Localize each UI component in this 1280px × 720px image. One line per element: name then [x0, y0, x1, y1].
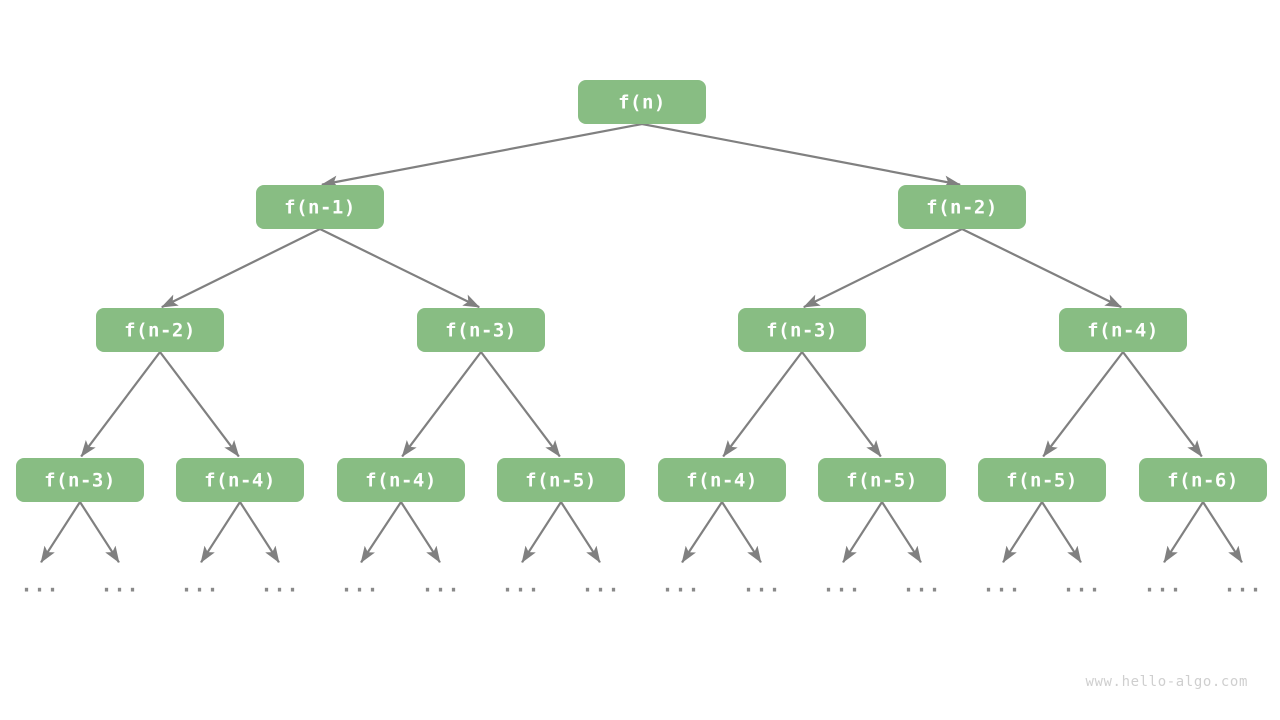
ellipsis-label: ...: [1223, 573, 1262, 597]
ellipsis-label: ...: [1062, 573, 1101, 597]
tree-node[interactable]: f(n): [578, 80, 706, 124]
tree-edge: [400, 501, 441, 564]
tree-edge: [881, 501, 922, 564]
tree-node-box: [818, 458, 946, 502]
tree-node-label: f(n-2): [124, 320, 196, 342]
tree-node-label: f(n-3): [445, 320, 517, 342]
ellipsis-label: ...: [982, 573, 1021, 597]
tree-node-label: f(n-5): [525, 470, 597, 492]
ellipsis-label: ...: [822, 573, 861, 597]
ellipsis-layer: ........................................…: [20, 573, 1262, 597]
ellipsis-label: ...: [260, 573, 299, 597]
tree-node-box: [337, 458, 465, 502]
ellipsis-label: ...: [742, 573, 781, 597]
tree-edge: [79, 501, 120, 564]
tree-edge: [1122, 351, 1203, 458]
tree-node-box: [1139, 458, 1267, 502]
tree-node-box: [16, 458, 144, 502]
watermark-label: www.hello-algo.com: [1085, 674, 1248, 690]
tree-node-label: f(n): [618, 92, 666, 114]
tree-node-label: f(n-4): [365, 470, 437, 492]
tree-node[interactable]: f(n-2): [96, 308, 224, 352]
tree-node-label: f(n-4): [686, 470, 758, 492]
ellipsis-label: ...: [340, 573, 379, 597]
tree-edge: [159, 351, 240, 458]
tree-edge: [1202, 501, 1243, 564]
ellipsis-label: ...: [20, 573, 59, 597]
tree-node-label: f(n-4): [204, 470, 276, 492]
tree-edge: [722, 351, 803, 458]
edges-layer: [40, 122, 1243, 564]
tree-node-box: [658, 458, 786, 502]
tree-node[interactable]: f(n-5): [818, 458, 946, 502]
tree-node-box: [578, 80, 706, 124]
tree-edge: [321, 122, 643, 188]
tree-edge: [401, 351, 482, 458]
tree-node[interactable]: f(n-2): [898, 185, 1026, 229]
tree-node[interactable]: f(n-1): [256, 185, 384, 229]
tree-node[interactable]: f(n-4): [658, 458, 786, 502]
tree-edge: [319, 228, 480, 309]
tree-node-box: [256, 185, 384, 229]
tree-edge: [1041, 501, 1082, 564]
tree-node-label: f(n-5): [846, 470, 918, 492]
tree-node[interactable]: f(n-3): [16, 458, 144, 502]
tree-node-label: f(n-5): [1006, 470, 1078, 492]
tree-edge: [1163, 501, 1204, 564]
ellipsis-label: ...: [421, 573, 460, 597]
tree-edge: [480, 351, 561, 458]
tree-node-box: [978, 458, 1106, 502]
ellipsis-label: ...: [902, 573, 941, 597]
tree-node-label: f(n-3): [766, 320, 838, 342]
tree-node[interactable]: f(n-3): [417, 308, 545, 352]
tree-edge: [801, 351, 882, 458]
ellipsis-label: ...: [100, 573, 139, 597]
tree-node-box: [738, 308, 866, 352]
tree-node-box: [96, 308, 224, 352]
tree-node-label: f(n-2): [926, 197, 998, 219]
tree-edge: [360, 501, 402, 564]
tree-edge: [842, 501, 883, 564]
tree-node-label: f(n-4): [1087, 320, 1159, 342]
tree-edge: [161, 228, 321, 309]
tree-node-label: f(n-6): [1167, 470, 1239, 492]
tree-edge: [200, 501, 241, 564]
tree-node-box: [497, 458, 625, 502]
tree-edge: [1042, 351, 1124, 458]
nodes-layer: f(n) f(n-1) f(n-2) f(n-2) f(n-3) f(n-3) f(n-4)…: [16, 80, 1267, 502]
ellipsis-label: ...: [581, 573, 620, 597]
tree-node[interactable]: f(n-5): [497, 458, 625, 502]
ellipsis-label: ...: [180, 573, 219, 597]
ellipsis-label: ...: [661, 573, 700, 597]
tree-node[interactable]: f(n-4): [176, 458, 304, 502]
tree-node-box: [417, 308, 545, 352]
tree-edge: [721, 501, 762, 564]
tree-edge: [80, 351, 161, 458]
tree-node[interactable]: f(n-4): [337, 458, 465, 502]
tree-edge: [40, 501, 81, 564]
tree-edge: [560, 501, 601, 564]
tree-node[interactable]: f(n-3): [738, 308, 866, 352]
tree-node-box: [1059, 308, 1187, 352]
tree-edge: [1002, 501, 1043, 564]
tree-node[interactable]: f(n-4): [1059, 308, 1187, 352]
tree-edge: [521, 501, 562, 564]
tree-edge: [239, 501, 280, 564]
tree-edge: [961, 228, 1122, 309]
tree-node-label: f(n-1): [284, 197, 356, 219]
tree-node[interactable]: f(n-6): [1139, 458, 1267, 502]
ellipsis-label: ...: [1143, 573, 1182, 597]
tree-node-box: [898, 185, 1026, 229]
tree-node-label: f(n-3): [44, 470, 116, 492]
ellipsis-label: ...: [501, 573, 540, 597]
tree-node-box: [176, 458, 304, 502]
tree-edge: [803, 228, 963, 309]
tree-edge: [641, 122, 961, 188]
tree-node[interactable]: f(n-5): [978, 458, 1106, 502]
tree-edge: [681, 501, 723, 564]
